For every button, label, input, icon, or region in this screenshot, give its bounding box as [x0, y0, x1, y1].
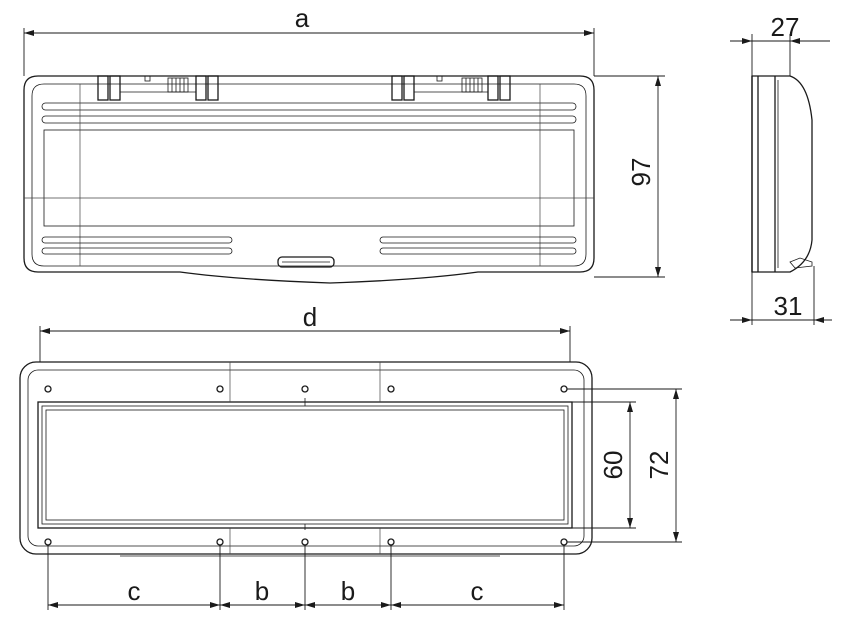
dimension-72: 72 [567, 388, 682, 543]
dimension-d: d [39, 302, 571, 362]
side-view [751, 75, 813, 273]
dimension-a: a [23, 3, 595, 76]
dimension-a-label: a [295, 3, 310, 33]
dimension-97: 97 [594, 75, 665, 278]
dimension-b-right-label: b [341, 576, 355, 606]
dimension-chain: c b b c [47, 545, 565, 610]
dimension-31: 31 [730, 266, 832, 325]
dimension-31-label: 31 [774, 291, 803, 321]
dimension-27: 27 [730, 12, 830, 76]
dimension-b-left-label: b [255, 576, 269, 606]
dimension-c-right-label: c [471, 576, 484, 606]
dimension-60: 60 [572, 401, 636, 529]
clip-right [391, 75, 511, 101]
dimension-d-label: d [303, 302, 317, 332]
dimension-72-label: 72 [644, 451, 674, 480]
clip-left [97, 75, 219, 101]
front-view [23, 75, 595, 284]
dimension-27-label: 27 [771, 12, 800, 42]
dimension-c-left-label: c [128, 576, 141, 606]
back-view [19, 361, 593, 557]
dimension-97-label: 97 [626, 158, 656, 187]
dimension-60-label: 60 [598, 451, 628, 480]
